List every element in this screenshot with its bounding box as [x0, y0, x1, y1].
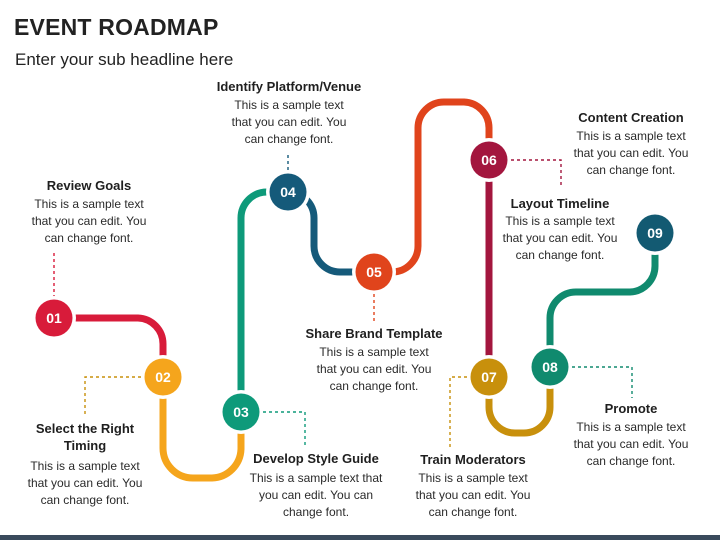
node-circle — [35, 299, 73, 337]
path-segment-02-03 — [159, 376, 245, 482]
step-node-02: 02 — [141, 355, 185, 399]
step-05-title: Share Brand Template — [305, 326, 443, 341]
step-04-title: Identify Platform/Venue — [216, 79, 362, 94]
node-number: 06 — [481, 152, 497, 168]
step-node-08: 08 — [528, 345, 572, 389]
step-09-title: Content Creation — [578, 110, 684, 125]
step-08-title: Promote — [604, 401, 658, 416]
step-09-desc: This is a sample text that you can edit.… — [573, 129, 689, 177]
path-segment-07-08 — [485, 367, 554, 437]
bottom-bar — [0, 535, 720, 540]
node-number: 04 — [280, 184, 296, 200]
path-segment-05-06 — [374, 98, 493, 276]
node-circle — [636, 214, 674, 252]
step-07-desc: This is a sample text that you can edit.… — [415, 471, 531, 519]
node-number: 01 — [46, 310, 62, 326]
node-circle — [470, 358, 508, 396]
node-circle — [355, 253, 393, 291]
step-03-title: Develop Style Guide — [253, 451, 379, 466]
node-number: 07 — [481, 369, 497, 385]
roadmap-nodes: 01 02 03 04 05 06 07 08 09 — [32, 138, 677, 434]
node-circle — [470, 141, 508, 179]
node-circle — [269, 173, 307, 211]
step-08-desc: This is a sample text that you can edit.… — [573, 420, 689, 468]
node-number: 09 — [647, 225, 663, 241]
connector-lines — [53, 152, 633, 448]
step-node-01: 01 — [32, 296, 76, 340]
step-01-title: Review Goals — [46, 178, 132, 193]
step-06-title: Layout Timeline — [510, 196, 610, 211]
connector-03 — [263, 411, 306, 445]
node-number: 03 — [233, 404, 249, 420]
step-01-desc: This is a sample text that you can edit.… — [31, 197, 147, 245]
path-segment-03-04 — [237, 188, 288, 412]
node-circle — [531, 348, 569, 386]
step-05-desc: This is a sample text that you can edit.… — [316, 345, 432, 393]
node-number: 08 — [542, 359, 558, 375]
connector-08 — [572, 366, 633, 398]
step-node-04: 04 — [266, 170, 310, 214]
step-07-title: Train Moderators — [420, 452, 526, 467]
step-node-05: 05 — [352, 250, 396, 294]
path-segment-08-09 — [546, 233, 659, 367]
step-02-title: Select the Right Timing — [35, 421, 135, 453]
connector-06 — [511, 159, 562, 188]
connector-02 — [84, 376, 141, 415]
step-node-07: 07 — [467, 355, 511, 399]
node-circle — [144, 358, 182, 396]
path-segment-01-02 — [54, 314, 167, 376]
step-03-desc: This is a sample text that you can edit.… — [249, 471, 383, 519]
roadmap-path — [54, 98, 659, 482]
page-subtitle: Enter your sub headline here — [15, 50, 234, 69]
step-02-desc: This is a sample text that you can edit.… — [27, 459, 143, 507]
node-number: 02 — [155, 369, 171, 385]
node-number: 05 — [366, 264, 382, 280]
step-node-03: 03 — [219, 390, 263, 434]
step-04-desc: This is a sample text that you can edit.… — [231, 98, 347, 146]
step-node-09: 09 — [633, 211, 677, 255]
step-node-06: 06 — [467, 138, 511, 182]
connector-07 — [449, 376, 467, 448]
step-06-desc: This is a sample text that you can edit.… — [502, 214, 618, 262]
page-title: EVENT ROADMAP — [14, 14, 219, 40]
node-circle — [222, 393, 260, 431]
